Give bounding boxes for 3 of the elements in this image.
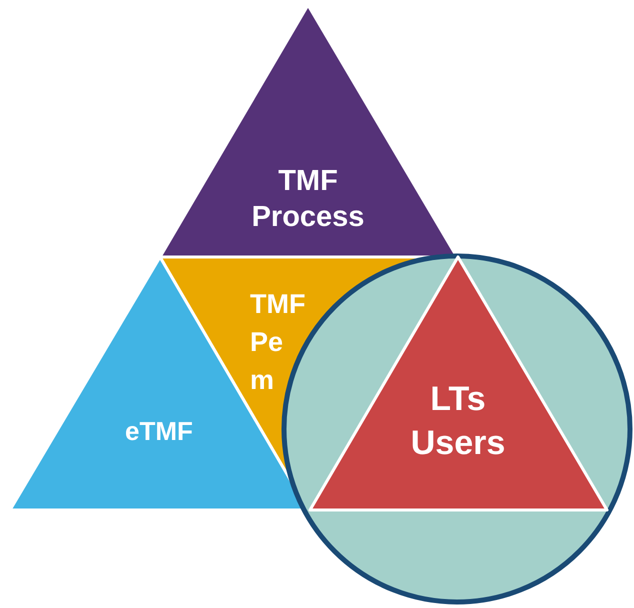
triangle-segment (310, 257, 607, 510)
segment-label: LTs Users (410, 379, 506, 464)
segment-label: TMF Process (250, 164, 366, 235)
